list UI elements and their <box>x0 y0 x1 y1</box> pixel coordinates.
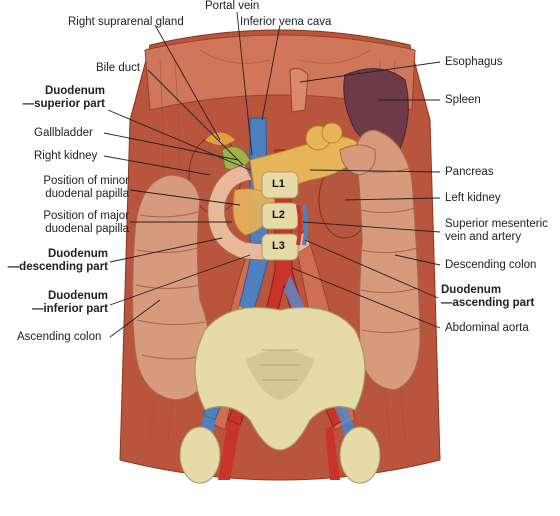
ascending-colon-organ <box>131 174 211 401</box>
label-bile-duct: Bile duct <box>96 62 141 74</box>
label-duodenum-ascending: Duodenum —ascending part <box>441 284 535 309</box>
label-descending-colon: Descending colon <box>445 259 537 271</box>
label-spleen: Spleen <box>445 94 481 106</box>
label-gallbladder: Gallbladder <box>34 127 93 139</box>
label-sma-smv: Superior mesenteric vein and artery <box>445 218 548 243</box>
label-right-kidney: Right kidney <box>34 150 98 162</box>
label-ascending-colon: Ascending colon <box>17 331 102 343</box>
vertebral-column <box>261 171 299 261</box>
label-duodenum-inferior: Duodenum —inferior part <box>31 290 108 315</box>
label-duodenum-superior: Duodenum —superior part <box>22 85 105 110</box>
label-duodenum-descending: Duodenum —descending part <box>7 248 108 273</box>
leader-lines <box>103 11 441 338</box>
label-inferior-vena-cava: Inferior vena cava <box>240 16 332 28</box>
smv-sma <box>296 204 302 246</box>
label-right-suprarenal-gland: Right suprarenal gland <box>68 16 184 28</box>
label-esophagus: Esophagus <box>445 56 503 68</box>
label-left-kidney: Left kidney <box>445 192 501 204</box>
duodenum-organ <box>207 164 311 261</box>
label-pancreas: Pancreas <box>445 166 494 178</box>
right-suprarenal <box>205 132 235 145</box>
label-minor-papilla: Position of minor duodenal papilla <box>43 175 129 200</box>
vertebra-l3-label: L3 <box>272 240 285 252</box>
vertebra-l1-label: L1 <box>272 178 285 190</box>
vertebra-l2-label: L2 <box>272 209 285 221</box>
label-portal-vein: Portal vein <box>205 0 260 12</box>
label-abdominal-aorta: Abdominal aorta <box>445 322 529 334</box>
esophagus-organ <box>289 67 309 113</box>
label-major-papilla: Position of major duodenal papilla <box>43 210 129 235</box>
